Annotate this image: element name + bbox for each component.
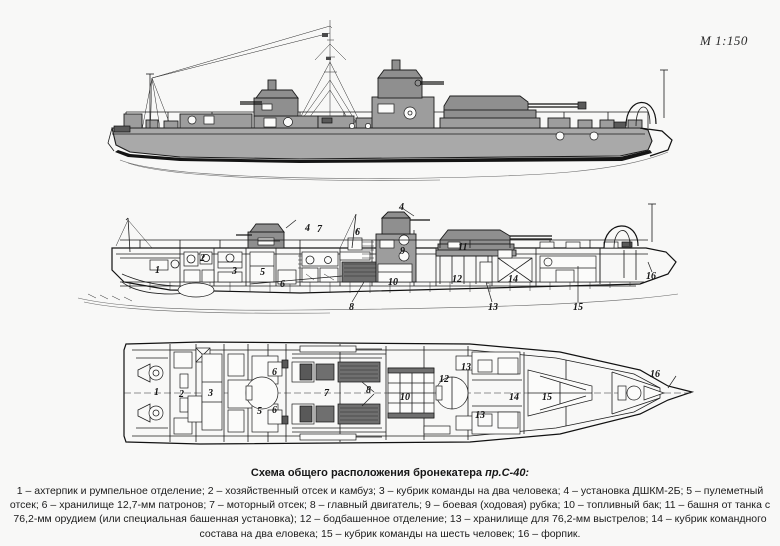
callout-plan-5: 5 — [257, 406, 262, 417]
callout-section-5: 5 — [260, 267, 265, 278]
callout-section-12: 12 — [452, 274, 462, 285]
callout-plan-2: 2 — [179, 389, 184, 400]
callout-section-16: 16 — [646, 271, 656, 282]
callout-section-13: 13 — [488, 302, 498, 313]
callout-plan-6b: 6 — [272, 405, 277, 416]
callout-section-6a: 6 — [280, 279, 285, 290]
callout-plan-7: 7 — [324, 388, 329, 399]
callout-plan-14: 14 — [509, 392, 519, 403]
callout-section-15: 15 — [573, 302, 583, 313]
callout-section-11: 11 — [458, 242, 468, 253]
caption-title: Схема общего расположения бронекатера пр… — [8, 466, 772, 480]
callout-plan-1: 1 — [154, 387, 159, 398]
callout-section-14: 14 — [508, 274, 518, 285]
callout-plan-16: 16 — [650, 369, 660, 380]
callout-plan-13b: 13 — [475, 410, 485, 421]
callout-plan-8: 8 — [366, 385, 371, 396]
callout-section-3: 3 — [232, 266, 237, 277]
callout-section-9: 9 — [400, 246, 405, 257]
caption-title-project: пр.С-40: — [485, 467, 530, 479]
callout-section-1: 1 — [155, 265, 160, 276]
caption-block: Схема общего расположения бронекатера пр… — [8, 466, 772, 541]
callout-section-6b: 6 — [355, 227, 360, 238]
view-outboard-profile — [0, 0, 780, 190]
caption-title-main: Схема общего расположения бронекатера — [250, 467, 486, 479]
scale-note: M 1:150 — [700, 33, 748, 48]
view-longitudinal-section — [0, 190, 780, 330]
callout-plan-15: 15 — [542, 392, 552, 403]
caption-legend: 1 – ахтерпик и румпельное отделение; 2 –… — [9, 485, 771, 540]
callout-plan-6a: 6 — [272, 367, 277, 378]
view-deck-plan — [0, 330, 780, 460]
callout-section-10: 10 — [388, 277, 398, 288]
callout-section-4a: 4 — [305, 223, 310, 234]
callout-section-2: 2 — [200, 253, 205, 264]
callout-section-8: 8 — [349, 302, 354, 313]
callout-plan-12: 12 — [439, 374, 449, 385]
callout-section-4b: 4 — [399, 202, 404, 213]
callout-plan-10: 10 — [400, 392, 410, 403]
callout-section-7: 7 — [317, 224, 322, 235]
callout-plan-13a: 13 — [461, 362, 471, 373]
callout-plan-3: 3 — [208, 388, 213, 399]
